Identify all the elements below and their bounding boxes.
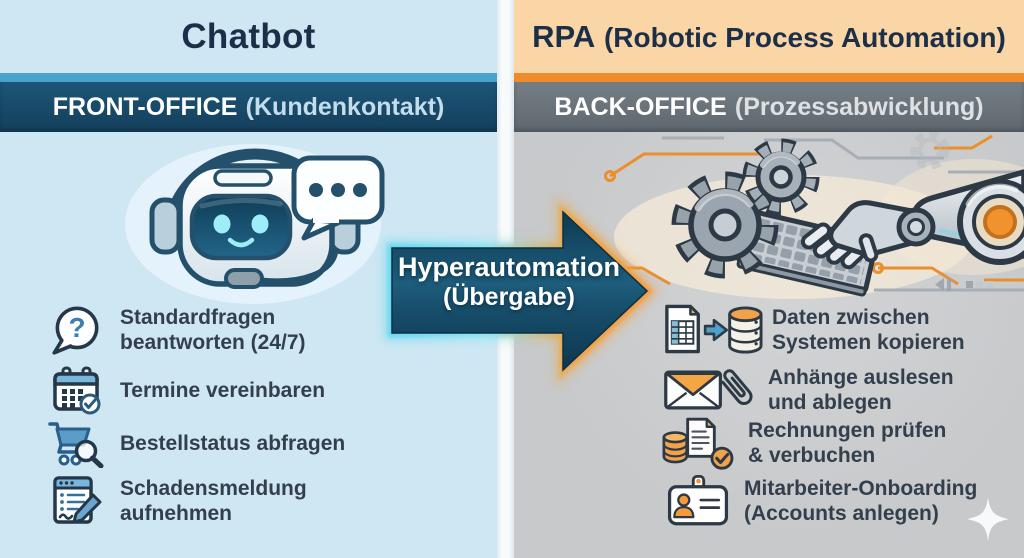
headphone-band-icon (162, 148, 348, 244)
back-office-label: BACK-OFFICE (554, 92, 727, 121)
circuit-traces-gray (662, 136, 1024, 292)
robot-hand-icon (828, 200, 915, 258)
robot-face (189, 193, 293, 261)
chatbot-title: Chatbot (181, 16, 316, 56)
robot-eye (251, 214, 269, 234)
svg-text:?: ? (68, 312, 85, 343)
sparkle-icon (967, 497, 1009, 541)
item-text: Rechnungen prüfen (748, 419, 947, 442)
item-text: Daten zwischen (772, 306, 930, 329)
item-text: Schadensmeldung (120, 477, 307, 500)
chatbot-title-row: Chatbot (0, 0, 497, 73)
item-text: (Accounts anlegen) (744, 502, 939, 525)
cart-search-icon (44, 418, 108, 468)
rpa-machine-illustration (564, 132, 1024, 299)
mic-arm-icon (259, 247, 339, 284)
front-office-sublabel: (Kundenkontakt) (245, 92, 445, 121)
invoice-check-icon (660, 416, 742, 470)
chatbot-robot-illustration (125, 144, 385, 304)
list-item: Schadensmeldung aufnehmen (44, 470, 489, 532)
item-text: Bestellstatus abfragen (120, 431, 346, 455)
speech-bubble-icon (291, 155, 385, 225)
arm-joint-core (983, 205, 1017, 239)
item-text: Anhänge auslesen (768, 366, 954, 389)
chat-question-icon: ? (44, 304, 108, 356)
list-item: ? Standardfragen beantworten (24/7) (44, 301, 489, 359)
front-office-label: FRONT-OFFICE (52, 92, 238, 121)
item-text: & verbuchen (748, 444, 876, 467)
robot-smile (227, 237, 255, 248)
right-accent-strip (514, 73, 1024, 82)
keyboard-icon (736, 209, 879, 297)
back-office-sublabel: (Prozessabwicklung) (734, 92, 984, 121)
left-accent-strip (0, 73, 497, 82)
gear-small-icon (742, 138, 820, 216)
id-badge-icon (660, 474, 736, 528)
item-text: und ablegen (768, 391, 892, 414)
list-item: Rechnungen prüfen & verbuchen (660, 416, 1022, 470)
rpa-panel: RPA (Robotic Process Automation) BACK-OF… (514, 0, 1024, 558)
calendar-check-icon (44, 365, 108, 415)
list-item: Bestellstatus abfragen (44, 416, 489, 470)
item-text: Systemen kopieren (772, 331, 965, 354)
ear-cup-left-icon (149, 197, 182, 255)
circuit-traces-orange (564, 134, 1024, 286)
rpa-title: RPA (Robotic Process Automation) (532, 18, 1006, 54)
faint-gear-icon (910, 132, 950, 170)
gear-large-icon (671, 171, 779, 279)
mail-attachment-icon (660, 364, 760, 416)
front-office-banner: FRONT-OFFICE (Kundenkontakt) (0, 82, 497, 132)
rpa-title-row: RPA (Robotic Process Automation) (514, 0, 1024, 73)
microphone-icon (224, 268, 264, 289)
back-office-banner: BACK-OFFICE (Prozessabwicklung) (514, 82, 1024, 132)
item-text: aufnehmen (120, 502, 233, 525)
chatbot-panel: Chatbot FRONT-OFFICE (Kundenkontakt) (0, 0, 497, 558)
ear-cup-right-icon (328, 197, 361, 255)
paperclip-icon (721, 369, 753, 406)
list-item: Daten zwischen Systemen kopieren (660, 301, 1022, 359)
robot-arm-icon (800, 169, 1024, 270)
robot-eye (213, 214, 231, 234)
list-item: Anhänge auslesen und ablegen (660, 363, 1022, 417)
claim-form-icon (44, 475, 108, 527)
copy-data-icon (660, 302, 764, 358)
item-text: Mitarbeiter-Onboarding (744, 477, 978, 500)
transfer-arrow-icon (703, 318, 728, 342)
list-item: Termine vereinbaren (44, 363, 489, 417)
robot-head (177, 163, 335, 287)
panel-divider (497, 0, 514, 558)
decorative-marks (935, 278, 993, 291)
rpa-title-background (514, 0, 1024, 73)
list-item: Mitarbeiter-Onboarding (Accounts anlegen… (660, 470, 1022, 532)
item-text: Standardfragen (120, 306, 276, 329)
item-text: beantworten (24/7) (120, 331, 306, 354)
item-text: Termine vereinbaren (120, 378, 326, 402)
